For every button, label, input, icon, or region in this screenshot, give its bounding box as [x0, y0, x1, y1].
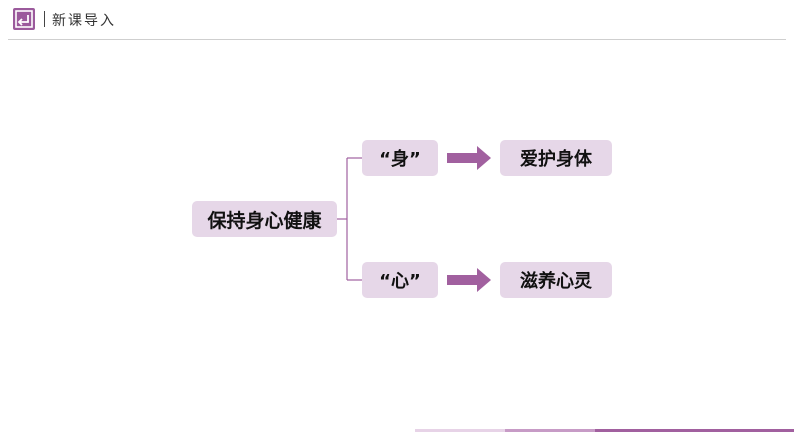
header-divider	[8, 39, 786, 40]
header-separator	[44, 11, 45, 27]
arrow-icon	[447, 268, 491, 292]
branch-node-body: “身”	[362, 140, 438, 176]
result-node-care-body: 爱护身体	[500, 140, 612, 176]
footer-bar-light	[415, 429, 505, 432]
section-title: 新课导入	[52, 13, 116, 29]
return-arrow-icon	[13, 8, 35, 30]
branch-node-mind: “心”	[362, 262, 438, 298]
footer-bar-mid	[505, 429, 595, 432]
footer-bar-dark	[595, 429, 794, 432]
result-node-nourish-mind: 滋养心灵	[500, 262, 612, 298]
arrow-icon	[447, 146, 491, 170]
bracket-connector	[337, 157, 362, 281]
root-node: 保持身心健康	[192, 201, 337, 237]
